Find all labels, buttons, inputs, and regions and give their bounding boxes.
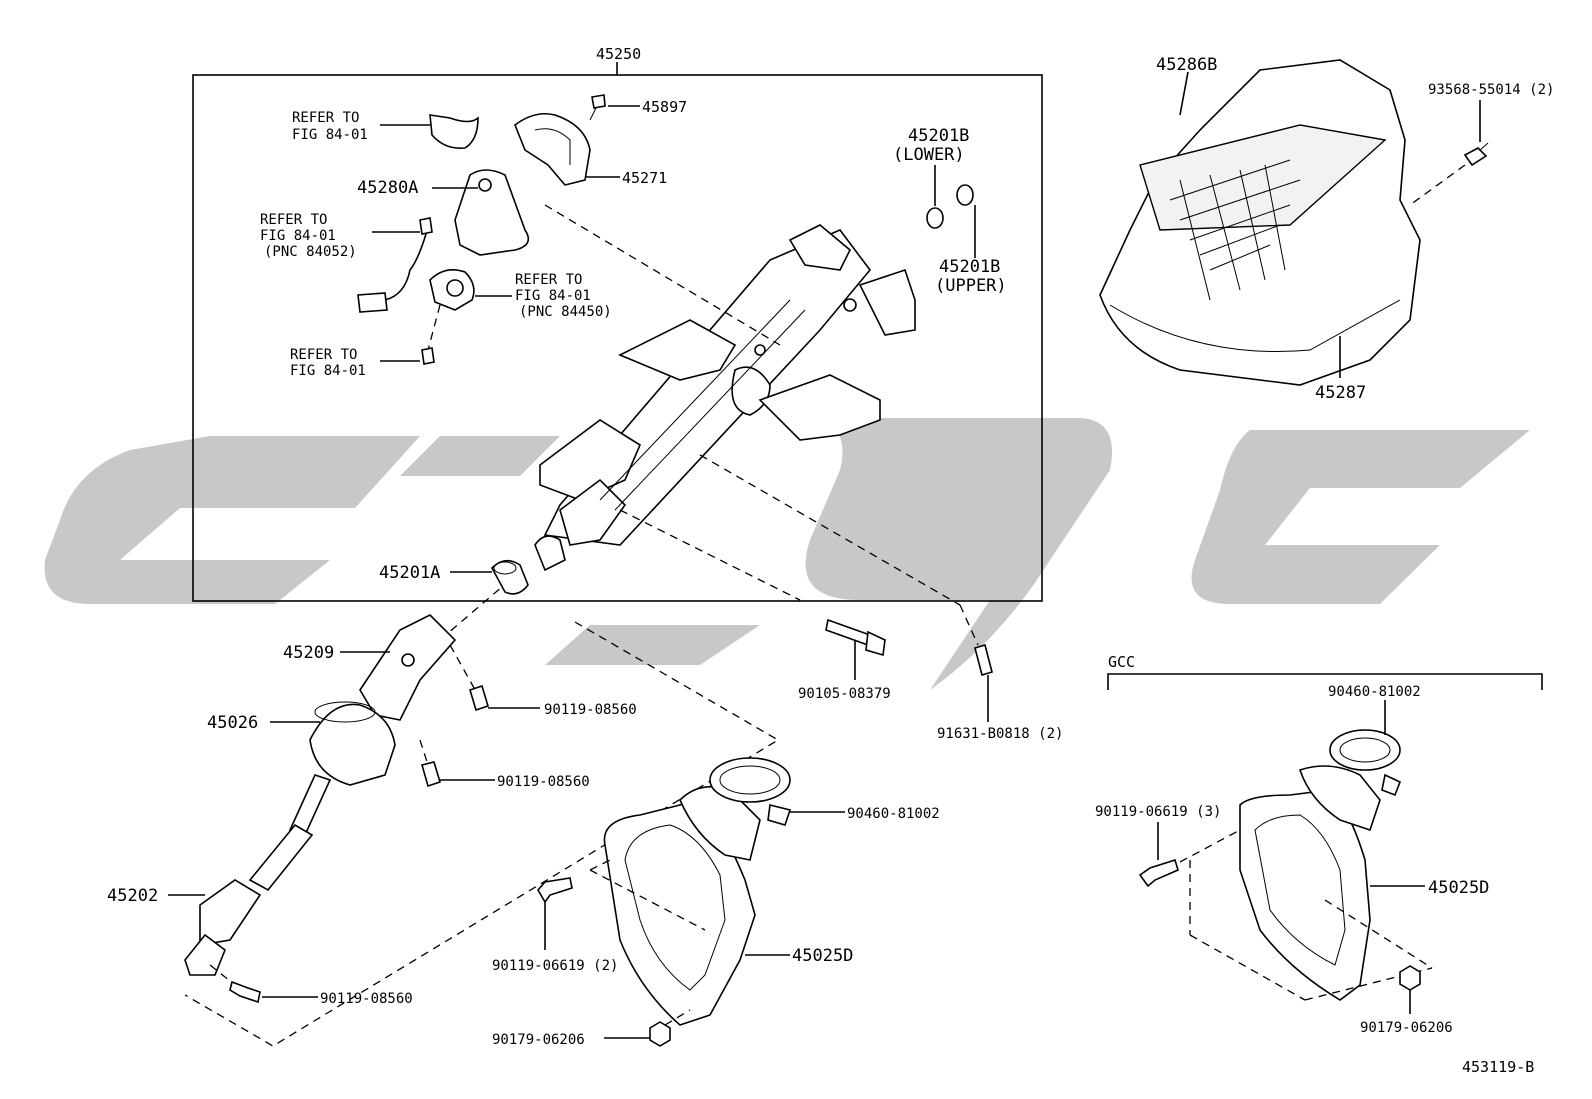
label-45025D-main: 45025D xyxy=(792,946,853,966)
label-45209: 45209 xyxy=(283,643,334,663)
part-45025D-gcc-hole-cover: 90460-81002 45025D xyxy=(1239,684,1489,1001)
part-90105-bolt: 90105-08379 xyxy=(798,618,891,702)
label-45201B-lower-sub: (LOWER) xyxy=(893,145,965,165)
label-45202: 45202 xyxy=(107,886,158,906)
part-45209-universal-joint: 45209 xyxy=(283,614,457,721)
part-45025D-hole-cover: 90460-81002 45025D xyxy=(603,757,940,1026)
part-45201B-rings: 45201B (LOWER) 45201B (UPPER) xyxy=(893,126,1007,296)
part-91631-bolt: 91631-B0818 (2) xyxy=(937,604,1063,742)
gcc-section: GCC xyxy=(1107,653,1543,690)
harness-clip-part: REFER TO FIG 84-01 xyxy=(292,110,479,150)
ref3-line3: (PNC 84450) xyxy=(519,304,612,320)
label-93568: 93568-55014 (2) xyxy=(1428,82,1554,98)
label-90119-06619-main: 90119-06619 (2) xyxy=(492,958,618,974)
ref2-line3: (PNC 84052) xyxy=(264,244,357,260)
label-91631: 91631-B0818 (2) xyxy=(937,726,1063,742)
label-90119-08560-c: 90119-08560 xyxy=(320,991,413,1007)
label-45286B: 45286B xyxy=(1156,55,1217,75)
part-93568-screw: 93568-55014 (2) xyxy=(1409,82,1554,206)
part-45026-boot: 45026 xyxy=(207,701,396,786)
part-45280A-switch: 45280A xyxy=(357,169,530,256)
label-90105: 90105-08379 xyxy=(798,686,891,702)
part-90119-08560-bolts: 90119-08560 90119-08560 90119-08560 xyxy=(209,644,637,1007)
label-90119-08560-b: 90119-08560 xyxy=(497,774,590,790)
part-45201A-bushing: 45201A xyxy=(379,559,529,595)
part-90179-06206-main-nut: 90179-06206 xyxy=(492,1009,691,1048)
ref1-line1: REFER TO xyxy=(292,110,359,126)
label-45287: 45287 xyxy=(1315,383,1366,403)
label-90179-gcc: 90179-06206 xyxy=(1360,1020,1453,1036)
label-90460-gcc: 90460-81002 xyxy=(1328,684,1421,700)
ref3-line2: FIG 84-01 xyxy=(515,288,591,304)
label-45897: 45897 xyxy=(642,98,687,116)
ignition-switch-part: REFER TO FIG 84-01 (PNC 84450) xyxy=(429,269,612,320)
part-90179-06206-gcc-nut: 90179-06206 xyxy=(1360,965,1453,1036)
watermark-logo xyxy=(44,418,1530,690)
figure-code: 453119-B xyxy=(1462,1058,1534,1076)
label-45026: 45026 xyxy=(207,713,258,733)
label-45271: 45271 xyxy=(622,169,667,187)
ref1-line2: FIG 84-01 xyxy=(292,127,368,143)
label-45201B-upper-sub: (UPPER) xyxy=(935,276,1007,296)
label-90119-08560-a: 90119-08560 xyxy=(544,702,637,718)
label-45280A: 45280A xyxy=(357,178,418,198)
assembly-label: 45250 xyxy=(596,45,641,63)
part-90119-06619-gcc-bolt: 90119-06619 (3) xyxy=(1095,804,1433,1001)
column-cover-part: 45286B 45287 xyxy=(1099,55,1421,403)
label-90179-main: 90179-06206 xyxy=(492,1032,585,1048)
wire-harness-part: REFER TO FIG 84-01 (PNC 84052) xyxy=(260,212,433,313)
label-45201B-upper: 45201B xyxy=(939,257,1000,277)
label-90460-main: 90460-81002 xyxy=(847,806,940,822)
ref4-screw-part: REFER TO FIG 84-01 xyxy=(290,304,441,379)
ref2-line2: FIG 84-01 xyxy=(260,228,336,244)
label-45025D-gcc: 45025D xyxy=(1428,878,1489,898)
ref2-line1: REFER TO xyxy=(260,212,327,228)
part-45271-clamp: 45271 xyxy=(514,112,667,187)
label-45201A: 45201A xyxy=(379,563,440,583)
gcc-label: GCC xyxy=(1108,653,1135,671)
label-90119-06619-gcc: 90119-06619 (3) xyxy=(1095,804,1221,820)
ref4-line2: FIG 84-01 xyxy=(290,363,366,379)
part-90119-06619-main-bolt: 90119-06619 (2) xyxy=(492,859,706,974)
steering-column-part xyxy=(534,224,916,572)
part-45202-intermediate-shaft: 45202 xyxy=(107,774,332,976)
part-45897-screw: 45897 xyxy=(589,94,687,121)
label-45201B-lower: 45201B xyxy=(908,126,969,146)
ref3-line1: REFER TO xyxy=(515,272,582,288)
ref4-line1: REFER TO xyxy=(290,347,357,363)
